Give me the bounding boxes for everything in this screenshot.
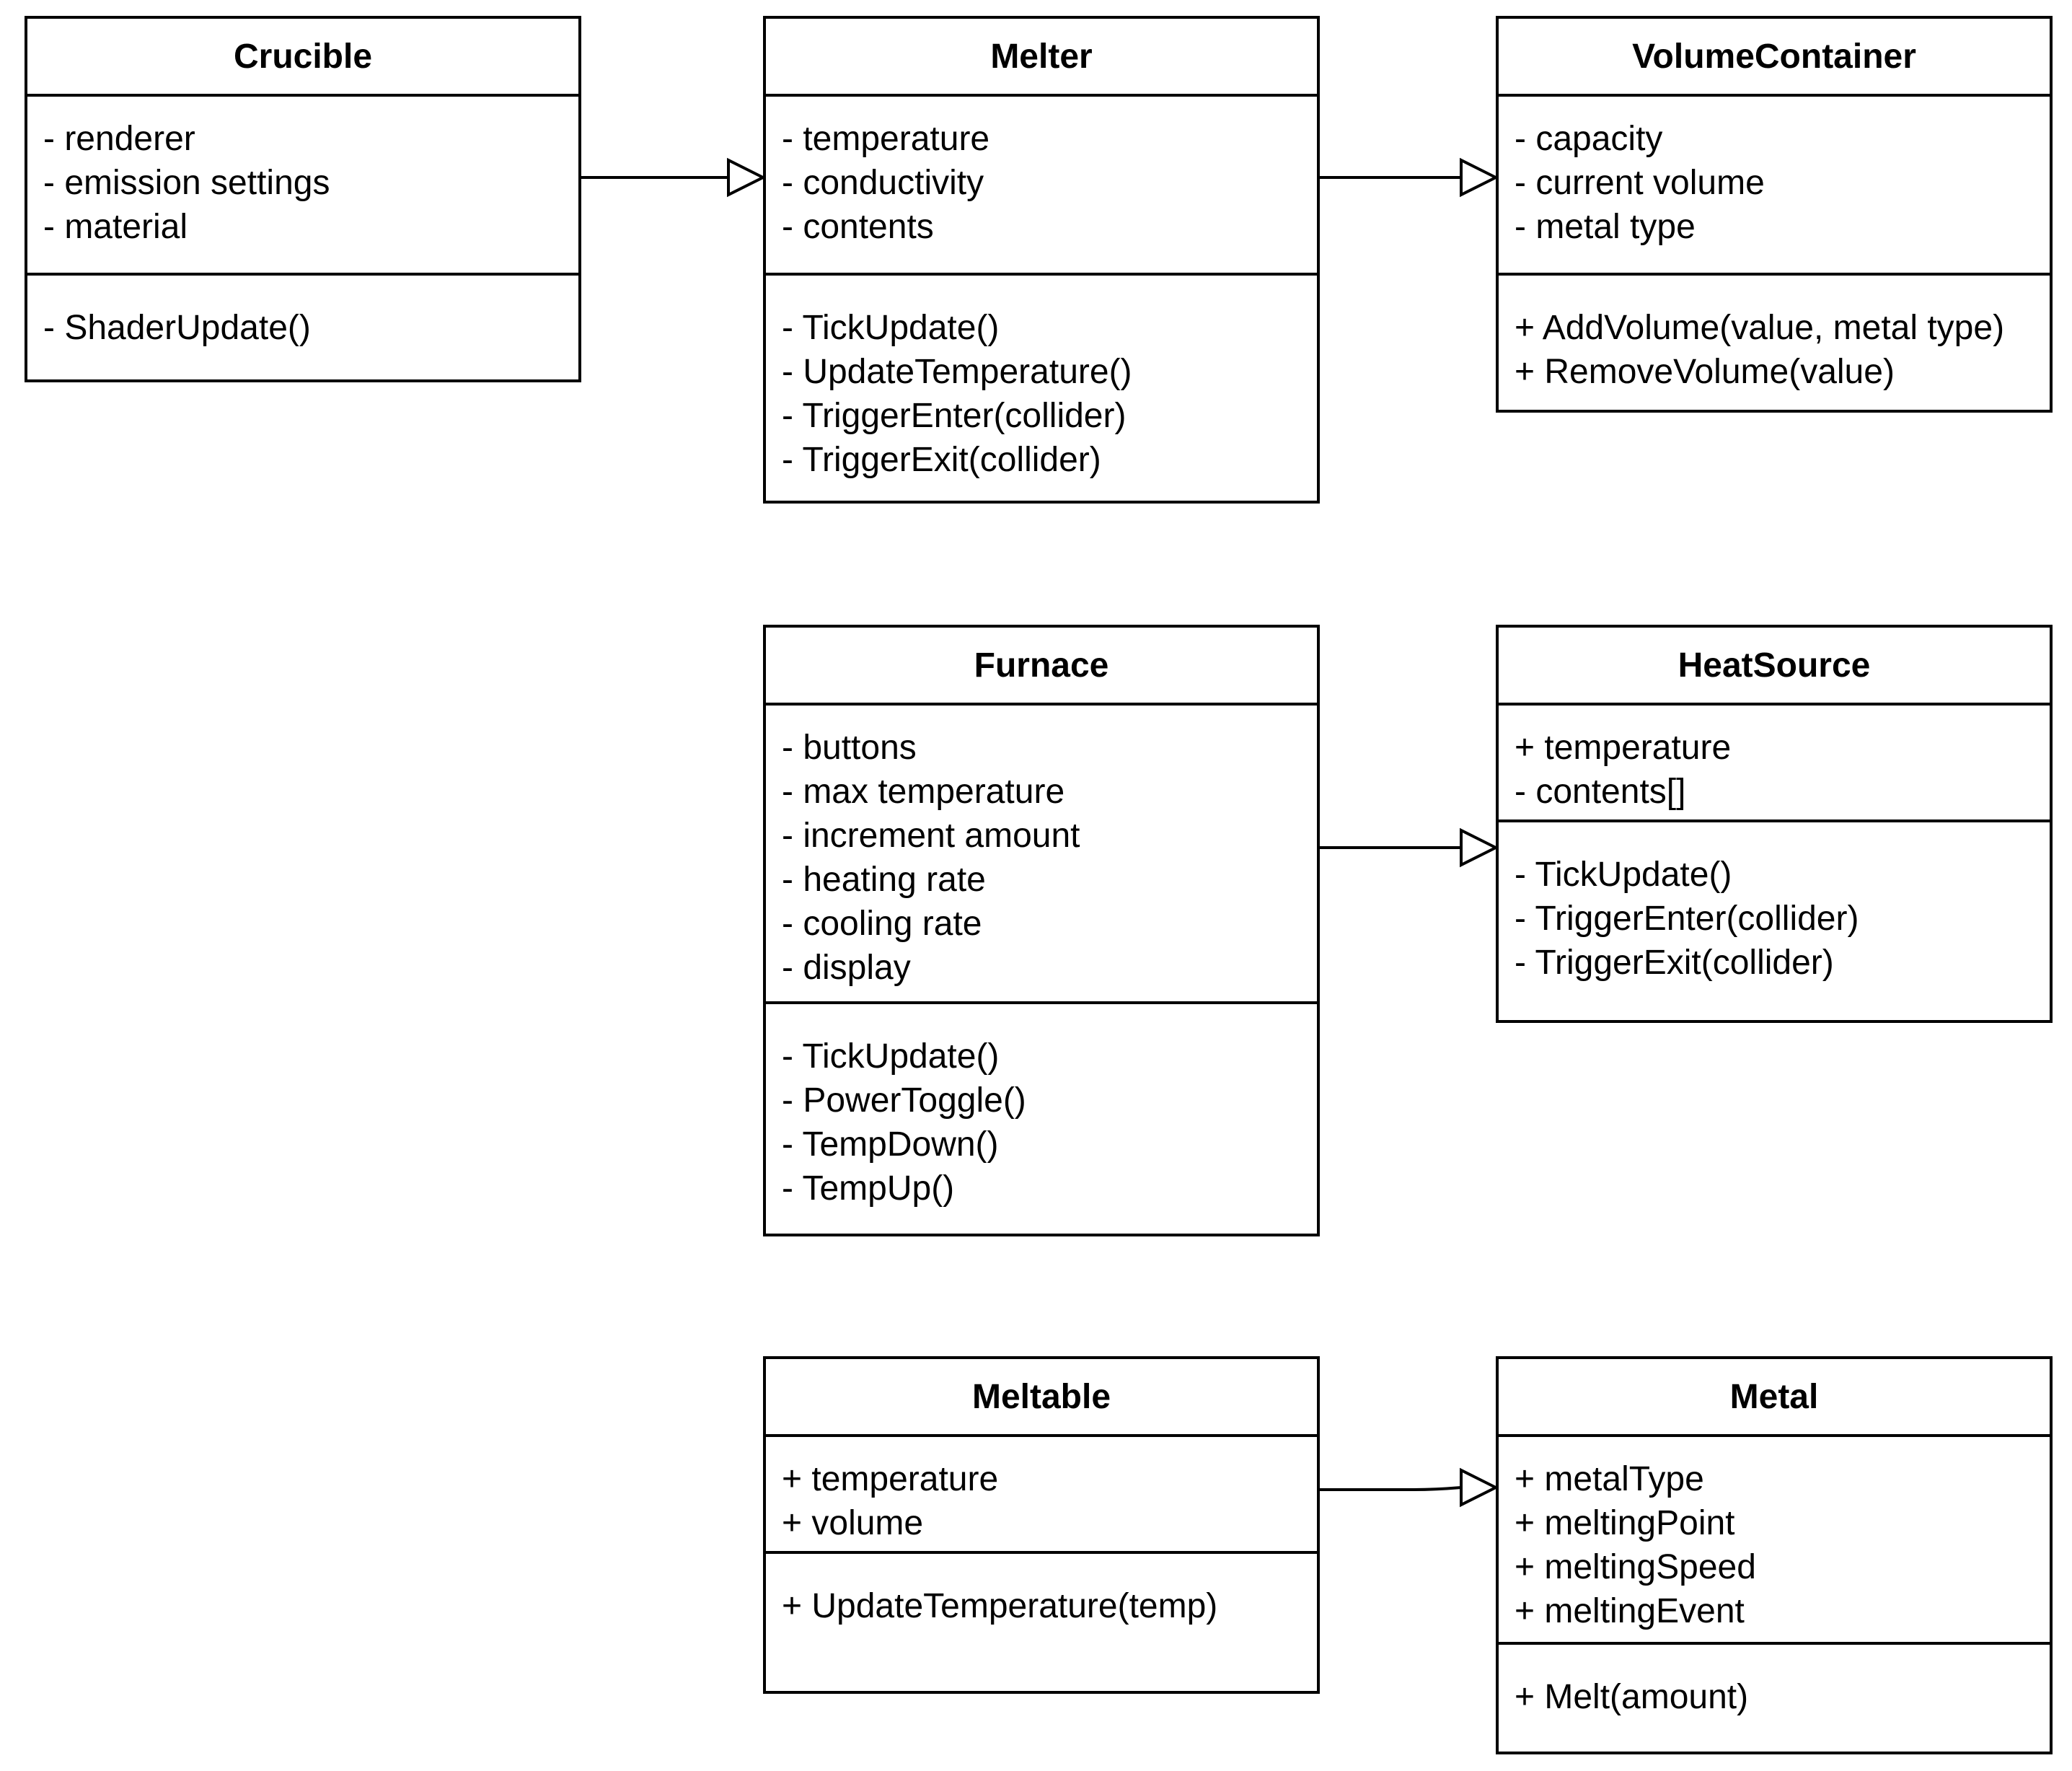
attribute: - renderer xyxy=(43,120,195,158)
class-name: Metal xyxy=(1499,1359,2050,1437)
attributes-compartment: + metalType + meltingPoint + meltingSpee… xyxy=(1499,1437,2050,1645)
attributes-compartment: + temperature + volume xyxy=(766,1437,1317,1554)
operation: + AddVolume(value, metal type) xyxy=(1515,309,2005,347)
class-box-melter[interactable]: Melter - temperature - conductivity - co… xyxy=(763,16,1320,504)
class-box-volumecontainer[interactable]: VolumeContainer - capacity - current vol… xyxy=(1496,16,2053,413)
operation: + Melt(amount) xyxy=(1515,1678,1749,1716)
attributes-compartment: - buttons - max temperature - increment … xyxy=(766,706,1317,1004)
class-box-furnace[interactable]: Furnace - buttons - max temperature - in… xyxy=(763,625,1320,1236)
attribute: - current volume xyxy=(1515,164,1765,202)
attributes-compartment: - temperature - conductivity - contents xyxy=(766,97,1317,276)
operation: - PowerToggle() xyxy=(782,1081,1026,1120)
generalization-meltable-to-metal xyxy=(1320,1467,1499,1508)
operations-compartment: + Melt(amount) xyxy=(1499,1645,2050,1752)
attribute: - emission settings xyxy=(43,164,330,202)
attribute: + meltingSpeed xyxy=(1515,1548,1756,1586)
operation: - TriggerEnter(collider) xyxy=(782,397,1127,435)
attributes-compartment: - capacity - current volume - metal type xyxy=(1499,97,2050,276)
generalization-melter-to-volumecontainer xyxy=(1320,157,1499,198)
class-name: Meltable xyxy=(766,1359,1317,1437)
class-box-metal[interactable]: Metal + metalType + meltingPoint + melti… xyxy=(1496,1356,2053,1754)
attribute: - capacity xyxy=(1515,120,1663,158)
attributes-compartment: + temperature - contents[] xyxy=(1499,706,2050,822)
attribute: + temperature xyxy=(1515,729,1732,767)
class-name: Crucible xyxy=(27,19,578,97)
attribute: + meltingPoint xyxy=(1515,1504,1735,1542)
operations-compartment: + AddVolume(value, metal type) + RemoveV… xyxy=(1499,276,2050,410)
attribute: - display xyxy=(782,949,911,987)
hollow-triangle-arrowhead xyxy=(727,157,767,198)
attribute: - contents xyxy=(782,208,934,246)
operations-compartment: - TickUpdate() - TriggerEnter(collider) … xyxy=(1499,822,2050,1020)
generalization-crucible-to-melter xyxy=(581,157,767,198)
operation: - TriggerEnter(collider) xyxy=(1515,900,1859,938)
operation: - ShaderUpdate() xyxy=(43,309,311,347)
class-name: HeatSource xyxy=(1499,628,2050,706)
attribute: - temperature xyxy=(782,120,990,158)
operation: - UpdateTemperature() xyxy=(782,353,1132,391)
attribute: - cooling rate xyxy=(782,905,982,943)
operation: + RemoveVolume(value) xyxy=(1515,353,1895,391)
operations-compartment: - ShaderUpdate() xyxy=(27,276,578,379)
attribute: + temperature xyxy=(782,1460,999,1498)
class-box-heatsource[interactable]: HeatSource + temperature - contents[] - … xyxy=(1496,625,2053,1023)
class-box-crucible[interactable]: Crucible - renderer - emission settings … xyxy=(25,16,581,382)
operations-compartment: - TickUpdate() - PowerToggle() - TempDow… xyxy=(766,1004,1317,1234)
attribute: - contents[] xyxy=(1515,773,1686,811)
operation: - TempDown() xyxy=(782,1125,999,1164)
hollow-triangle-arrowhead xyxy=(1460,827,1499,868)
hollow-triangle-arrowhead xyxy=(1460,157,1499,198)
operation: - TriggerExit(collider) xyxy=(1515,944,1834,982)
connector-line xyxy=(1320,1486,1462,1491)
attribute: + meltingEvent xyxy=(1515,1592,1745,1630)
operations-compartment: + UpdateTemperature(temp) xyxy=(766,1554,1317,1691)
attribute: - metal type xyxy=(1515,208,1696,246)
class-name: Melter xyxy=(766,19,1317,97)
operation: - TickUpdate() xyxy=(782,309,1000,347)
attribute: - conductivity xyxy=(782,164,984,202)
operation: - TickUpdate() xyxy=(782,1037,1000,1076)
attribute: - heating rate xyxy=(782,861,986,899)
attribute: - material xyxy=(43,208,188,246)
class-name: VolumeContainer xyxy=(1499,19,2050,97)
attribute: - max temperature xyxy=(782,773,1065,811)
class-box-meltable[interactable]: Meltable + temperature + volume + Update… xyxy=(763,1356,1320,1694)
operation: - TempUp() xyxy=(782,1169,955,1208)
operation: + UpdateTemperature(temp) xyxy=(782,1587,1218,1625)
attributes-compartment: - renderer - emission settings - materia… xyxy=(27,97,578,276)
generalization-furnace-to-heatsource xyxy=(1320,827,1499,868)
attribute: + volume xyxy=(782,1504,924,1542)
hollow-triangle-arrowhead xyxy=(1460,1467,1499,1508)
operations-compartment: - TickUpdate() - UpdateTemperature() - T… xyxy=(766,276,1317,501)
class-name: Furnace xyxy=(766,628,1317,706)
attribute: - buttons xyxy=(782,729,917,767)
attribute: + metalType xyxy=(1515,1460,1704,1498)
operation: - TickUpdate() xyxy=(1515,856,1732,894)
attribute: - increment amount xyxy=(782,817,1080,855)
operation: - TriggerExit(collider) xyxy=(782,441,1101,479)
